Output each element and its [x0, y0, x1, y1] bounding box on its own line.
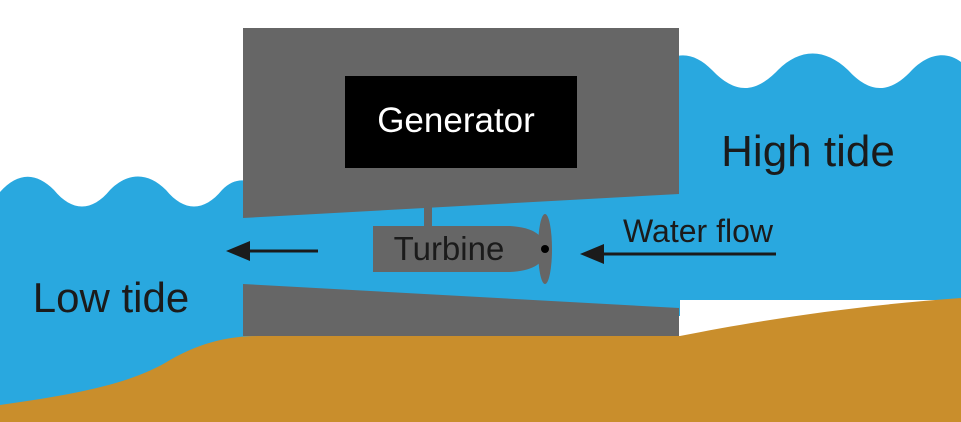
- outflow-arrowhead: [226, 241, 250, 261]
- water-flow-arrowhead: [580, 244, 604, 264]
- high-tide-water: [640, 53, 961, 300]
- low-tide-label: Low tide: [33, 274, 189, 321]
- turbine-shaft: [424, 205, 432, 227]
- water-flow-label: Water flow: [623, 213, 774, 249]
- seabed: [0, 298, 961, 422]
- generator-label: Generator: [377, 101, 535, 140]
- barrage-lower: [243, 284, 679, 336]
- high-tide-label: High tide: [721, 127, 895, 176]
- propeller-hub: [541, 245, 549, 253]
- generator-box: [345, 76, 577, 168]
- turbine-label: Turbine: [394, 230, 505, 267]
- turbine-body: [373, 226, 545, 272]
